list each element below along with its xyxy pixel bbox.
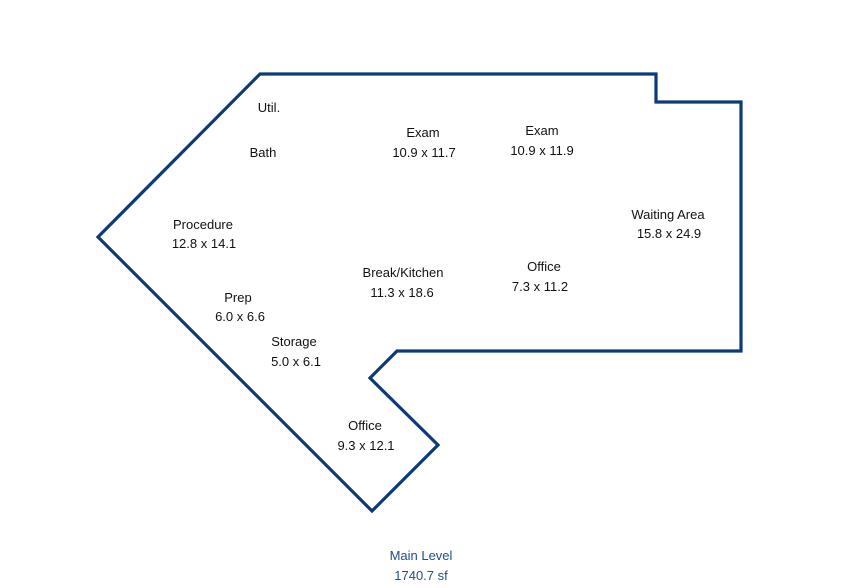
room-label-prep: Prep [224, 290, 251, 305]
room-dims-waiting-area: 15.8 x 24.9 [637, 226, 701, 241]
room-label-bath: Bath [250, 145, 277, 160]
room-dims-exam-left: 10.9 x 11.7 [392, 145, 455, 160]
room-dims-prep: 6.0 x 6.6 [215, 309, 265, 324]
area-caption: 1740.7 sf [394, 568, 448, 583]
room-label-procedure: Procedure [173, 217, 233, 232]
room-label-storage: Storage [271, 334, 317, 349]
floor-outline [95, 72, 743, 514]
level-caption: Main Level [390, 548, 453, 563]
room-dims-exam-right: 10.9 x 11.9 [510, 143, 573, 158]
room-label-exam-right: Exam [525, 123, 558, 138]
room-label-office-bottom: Office [348, 418, 382, 433]
room-dims-office-bottom: 9.3 x 12.1 [337, 438, 394, 453]
room-dims-break-kitchen: 11.3 x 18.6 [370, 285, 433, 300]
room-label-exam-left: Exam [406, 125, 439, 140]
room-label-waiting-area: Waiting Area [631, 207, 705, 222]
room-dims-storage: 5.0 x 6.1 [271, 354, 321, 369]
room-label-break-kitchen: Break/Kitchen [363, 265, 444, 280]
room-dims-procedure: 12.8 x 14.1 [172, 236, 236, 251]
room-dims-office-right: 7.3 x 11.2 [512, 279, 568, 294]
room-label-util: Util. [258, 100, 280, 115]
room-label-office-right: Office [527, 259, 561, 274]
